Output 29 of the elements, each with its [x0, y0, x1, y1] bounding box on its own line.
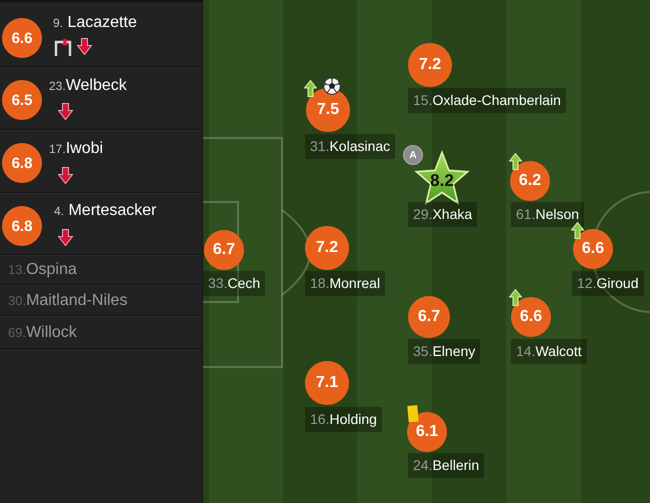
player-name: 16.Holding: [305, 407, 382, 432]
player-rating: 6.5: [2, 80, 42, 120]
player-name: 29.Xhaka: [408, 202, 478, 227]
player-row: [0, 4, 202, 67]
player-row: [0, 316, 202, 349]
player-rating: 6.8: [2, 143, 42, 183]
player-name: 12.Giroud: [572, 271, 644, 296]
player-row: [0, 67, 202, 130]
player-name: 30.Maitland-Niles: [8, 291, 128, 311]
player-name: 4. Mertesacker: [54, 201, 156, 221]
player-name: 24.Bellerin: [408, 453, 484, 478]
player-row: [0, 255, 202, 285]
player-name: 35.Elneny: [408, 339, 480, 364]
player-rating: 6.8: [2, 206, 42, 246]
player-row: [0, 285, 202, 316]
player-name: 31.Kolasinac: [305, 134, 396, 159]
player-name: 17.Iwobi: [49, 139, 104, 159]
player-rating: 6.6: [2, 18, 42, 58]
player-name: 14.Walcott: [511, 339, 587, 364]
player-name: 18.Monreal: [305, 271, 386, 296]
player-name: 69.Willock: [8, 323, 77, 343]
player-name: 13.Ospina: [8, 260, 77, 280]
player-row: [0, 193, 202, 255]
player-name: 9. Lacazette: [53, 13, 137, 33]
player-name: 61.Nelson: [511, 202, 584, 227]
player-name: 23.Welbeck: [49, 76, 127, 96]
player-row: [0, 130, 202, 193]
player-name: 15.Oxlade-Chamberlain: [408, 88, 566, 113]
player-name: 33.Cech: [203, 271, 266, 296]
